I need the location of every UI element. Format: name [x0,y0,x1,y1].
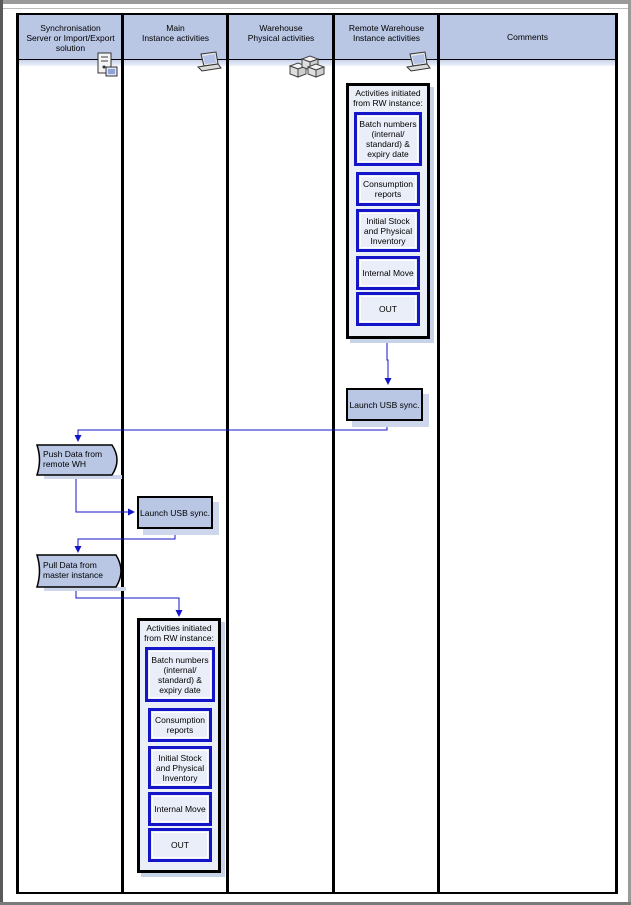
remote-item-initial-stock: Initial Stock and Physical Inventory [356,209,420,252]
lane-title-line: Instance activities [141,33,210,43]
item-label: Consumption reports [362,179,414,199]
data-label-line: remote WH [43,459,86,469]
process-label: Launch USB sync. [349,399,420,410]
main-item-consumption-reports: Consumption reports [148,708,212,742]
main-item-out: OUT [148,828,212,862]
header-strip-main [124,60,227,66]
laptop-icon [405,51,431,72]
boxes-icon [288,55,326,78]
lane-divider [121,13,124,894]
header-strip-remote [335,60,438,66]
data-label-line: Pull Data from [43,560,97,570]
lane-divider [615,13,618,894]
lane-divider [226,13,229,894]
item-label: OUT [379,304,397,314]
lane-header-comments: Comments [440,15,615,59]
data-label-line: Push Data from [43,449,103,459]
diagram-border-top [16,13,618,15]
main-item-internal-move: Internal Move [148,792,212,826]
header-strip-warehouse [229,60,333,66]
group-title-line: Activities initiated [146,623,212,633]
item-label: Internal Move [154,804,206,814]
item-label: OUT [171,840,189,850]
lane-header-remote: Remote Warehouse Instance activities [335,15,438,59]
item-label: Initial Stock and Physical Inventory [363,215,413,246]
item-label: Internal Move [362,268,414,278]
main-launch-usb-sync: Launch USB sync. [137,496,213,529]
window-frame-top-inner [0,4,631,9]
group-title-line: from RW instance: [353,98,423,108]
process-label: Launch USB sync. [140,507,210,518]
lane-divider [437,13,440,894]
lane-title-line: Main [166,23,185,33]
push-data-label: Push Data from remote WH [43,449,102,469]
remote-item-batch-numbers: Batch numbers (internal/ standard) & exp… [354,112,422,166]
item-label: Batch numbers (internal/ standard) & exp… [359,119,417,159]
window-frame-left [0,0,3,905]
lane-header-warehouse: Warehouse Physical activities [229,15,333,59]
push-data-shape [35,444,122,479]
main-group-title: Activities initiated from RW instance: [140,623,218,643]
pull-data-label: Pull Data from master instance [43,560,103,580]
laptop-icon [196,51,222,72]
remote-launch-usb-sync: Launch USB sync. [346,388,423,421]
lane-title-line: solution [55,43,86,53]
remote-activities-group: Activities initiated from RW instance: B… [346,83,430,339]
remote-group-title: Activities initiated from RW instance: [349,88,427,108]
lane-title-line: Server or Import/Export [26,33,115,43]
remote-item-consumption-reports: Consumption reports [356,172,420,206]
lane-header-sync: Synchronisation Server or Import/Export … [19,15,122,59]
lane-header-main: Main Instance activities [124,15,227,59]
data-label-line: master instance [43,570,103,580]
lane-divider [16,13,19,894]
lane-title-line: Comments [506,32,549,42]
lane-title-line: Warehouse [259,23,303,33]
remote-item-internal-move: Internal Move [356,256,420,290]
main-item-batch-numbers: Batch numbers (internal/ standard) & exp… [145,647,215,702]
lane-title-line: Instance activities [352,33,421,43]
lane-title-line: Physical activities [247,33,315,43]
remote-item-out: OUT [356,292,420,326]
pull-data-shape [35,554,126,591]
main-activities-group: Activities initiated from RW instance: B… [137,618,221,873]
lane-title-line: Synchronisation [40,23,101,33]
lane-title-line: Remote Warehouse [348,23,425,33]
item-label: Consumption reports [154,715,206,735]
header-strip-sync [19,60,122,66]
window-frame-right [628,0,631,905]
main-item-initial-stock: Initial Stock and Physical Inventory [148,746,212,789]
diagram-border-bottom [16,892,618,894]
window-frame-top [0,0,631,4]
header-strip-comments [440,60,615,66]
group-title-line: Activities initiated [355,88,421,98]
lane-divider [332,13,335,894]
group-title-line: from RW instance: [144,633,214,643]
item-label: Initial Stock and Physical Inventory [155,752,205,783]
server-icon [97,52,118,77]
window-frame-bottom [0,902,631,905]
item-label: Batch numbers (internal/ standard) & exp… [151,654,209,695]
